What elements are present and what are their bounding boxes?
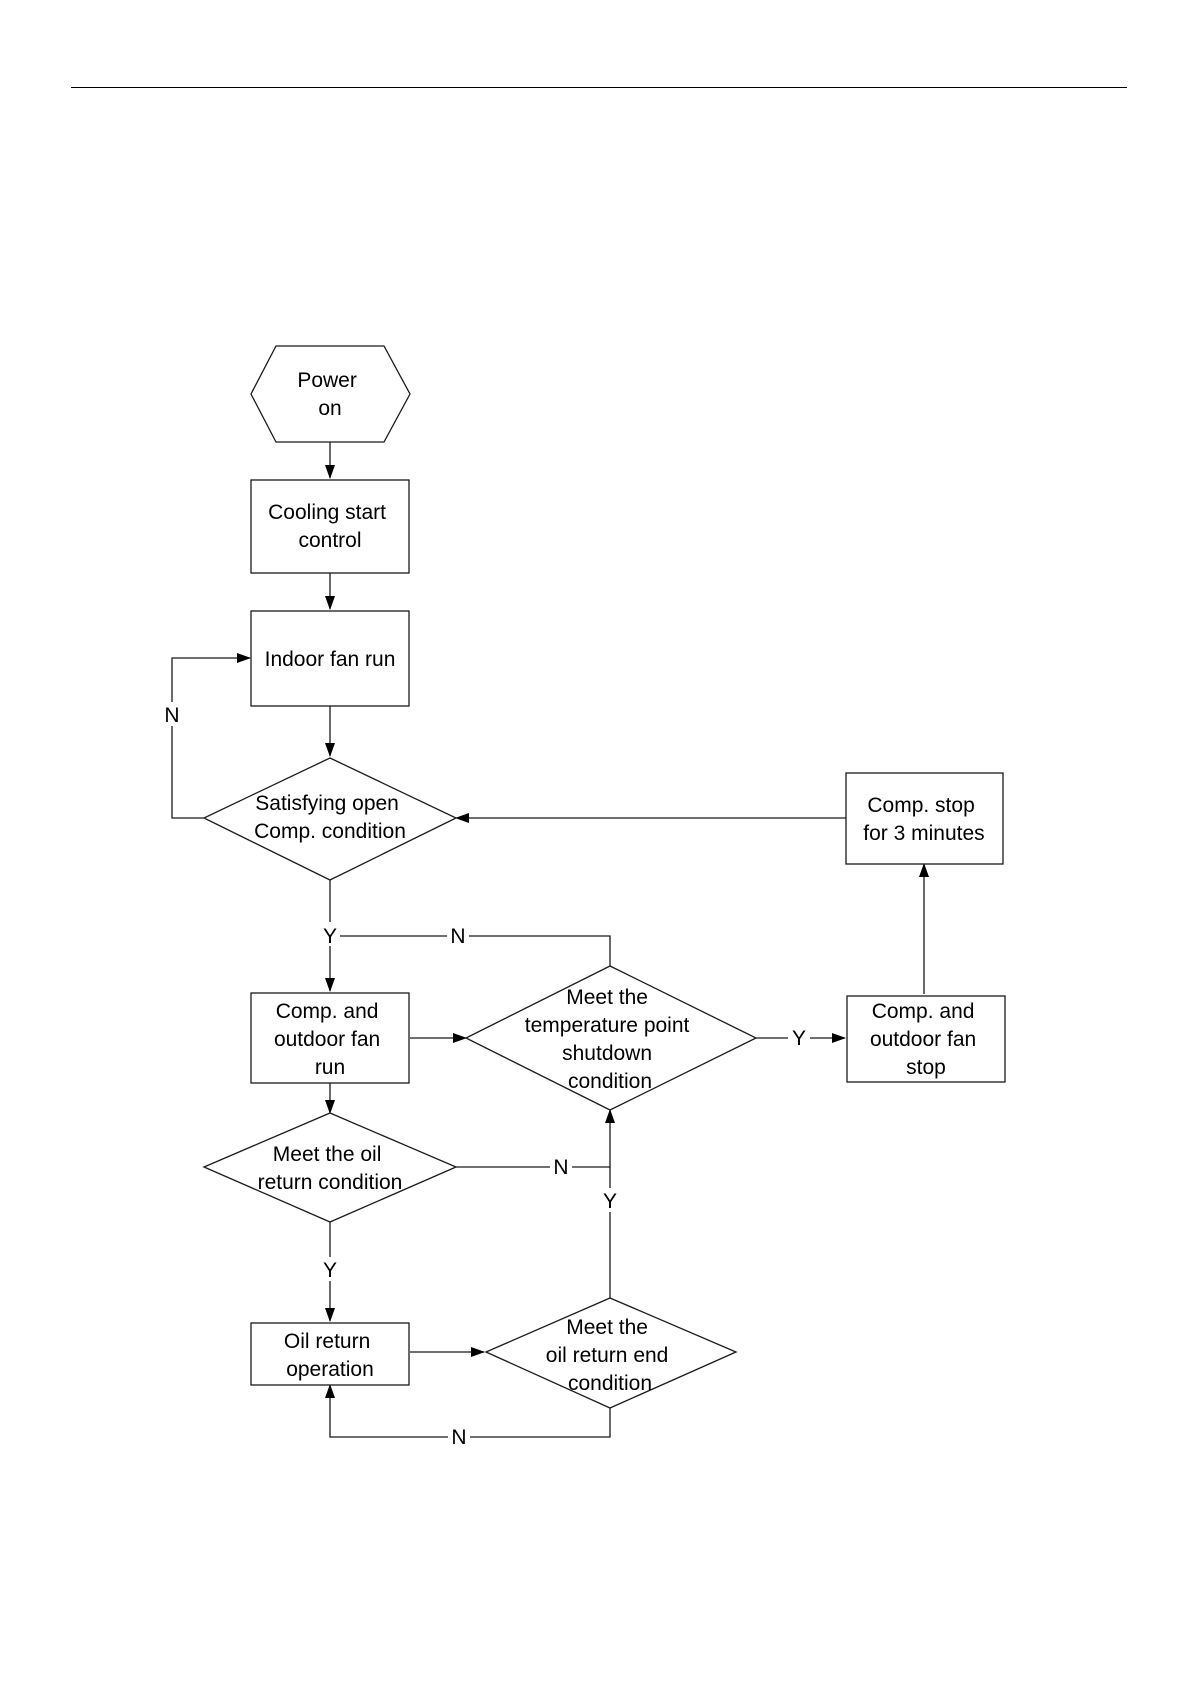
node-comp-run: Comp. and outdoor fan run xyxy=(250,992,410,1084)
arrow-temp-no-loop xyxy=(330,935,611,966)
node-comp-run-line-3: run xyxy=(315,1056,345,1079)
node-oil-return-end-line-3: condition xyxy=(568,1372,652,1395)
arrow-oil-cond-no-to-temp xyxy=(456,1109,615,1168)
node-satisfy-open-line-2: Comp. condition xyxy=(254,820,406,843)
label-temp-yes: Y xyxy=(792,1027,806,1050)
node-comp-fan-stop-line-3: stop xyxy=(906,1056,946,1079)
label-temp-no: N xyxy=(450,925,465,948)
node-oil-return-cond-line-1: Meet the oil xyxy=(273,1143,382,1166)
node-indoor-fan: Indoor fan run xyxy=(250,610,410,707)
node-cooling-start-line-1: Cooling start xyxy=(268,501,386,524)
svg-text:Satisfying open Comp. co: Satisfying open Comp. condition xyxy=(254,792,406,843)
label-oil-end-yes: Y xyxy=(603,1190,617,1213)
node-comp-fan-stop: Comp. and outdoor fan stop xyxy=(846,995,1006,1083)
node-oil-return-cond: Meet the oil return condition xyxy=(202,1112,458,1223)
node-comp-run-line-1: Comp. and xyxy=(276,1000,379,1023)
node-temp-shutdown: Meet the temperature point shutdown cond… xyxy=(464,965,758,1111)
node-comp-run-line-2: outdoor fan xyxy=(274,1028,380,1051)
node-oil-return-op-line-2: operation xyxy=(286,1358,374,1381)
node-oil-return-op-line-1: Oil return xyxy=(284,1330,370,1353)
svg-text:Comp. and outdoor fan: Comp. and outdoor fan stop xyxy=(870,1000,982,1079)
node-power-on-line-1: Power xyxy=(297,369,357,392)
node-power-on: Power on xyxy=(250,345,411,443)
label-oil-end-no: N xyxy=(451,1426,466,1449)
node-oil-return-op: Oil return operation xyxy=(250,1322,410,1386)
svg-text:Meet the oil return cond: Meet the oil return condition xyxy=(258,1143,403,1194)
node-power-on-line-2: on xyxy=(318,397,341,420)
node-comp-stop: Comp. stop for 3 minutes xyxy=(845,772,1004,865)
node-oil-return-end-line-1: Meet the xyxy=(566,1316,648,1339)
svg-text:Comp. and outdoor fan: Comp. and outdoor fan run xyxy=(274,1000,386,1079)
node-cooling-start: Cooling start control xyxy=(250,479,410,574)
label-oil-cond-no: N xyxy=(553,1156,568,1179)
svg-text:Power on: Power on xyxy=(297,369,362,420)
svg-text:Meet the oil return end: Meet the oil return end condition xyxy=(546,1316,674,1395)
svg-text:Comp. stop for 3 minutes: Comp. stop for 3 minutes xyxy=(863,794,984,845)
node-temp-shutdown-line-4: condition xyxy=(568,1070,652,1093)
header-rule xyxy=(71,87,1127,88)
node-oil-return-end-line-2: oil return end xyxy=(546,1344,669,1367)
edge-labels: N Y N Y N Y Y N xyxy=(162,702,810,1449)
svg-text:Indoor fan run: Indoor fan run xyxy=(265,648,396,671)
node-satisfy-open-line-1: Satisfying open xyxy=(255,792,399,815)
svg-text:Cooling start control: Cooling start control xyxy=(268,501,392,552)
node-comp-fan-stop-line-1: Comp. and xyxy=(872,1000,975,1023)
node-comp-stop-line-2: for 3 minutes xyxy=(863,822,984,845)
node-temp-shutdown-line-1: Meet the xyxy=(566,986,648,1009)
node-satisfy-open: Satisfying open Comp. condition xyxy=(202,757,458,881)
node-indoor-fan-line-1: Indoor fan run xyxy=(265,648,396,671)
svg-text:Oil return operation: Oil return operation xyxy=(284,1330,376,1381)
node-oil-return-cond-line-2: return condition xyxy=(258,1171,403,1194)
svg-text:Meet the temperature poi: Meet the temperature point shutdown cond… xyxy=(525,986,695,1093)
node-comp-fan-stop-line-2: outdoor fan xyxy=(870,1028,976,1051)
label-oil-cond-yes: Y xyxy=(323,1259,337,1282)
label-satisfy-yes: Y xyxy=(323,925,337,948)
node-temp-shutdown-line-2: temperature point xyxy=(525,1014,690,1037)
node-cooling-start-line-2: control xyxy=(298,529,361,552)
label-satisfy-no: N xyxy=(164,704,179,727)
connectors xyxy=(171,442,929,1438)
arrow-satisfy-no-loop xyxy=(171,653,251,819)
node-temp-shutdown-line-3: shutdown xyxy=(562,1042,652,1065)
node-oil-return-end: Meet the oil return end condition xyxy=(484,1297,738,1409)
node-comp-stop-line-1: Comp. stop xyxy=(867,794,974,817)
